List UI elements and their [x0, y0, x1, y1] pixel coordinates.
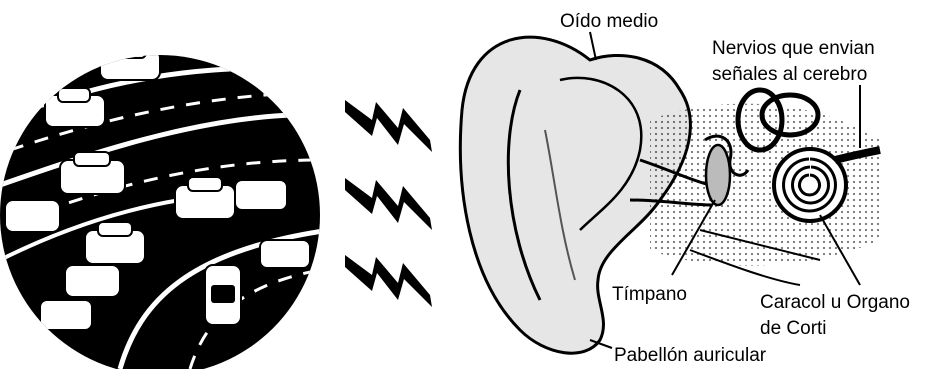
car — [260, 240, 310, 268]
car — [205, 265, 241, 325]
label-cochlea-line1: Caracol u Organo — [760, 292, 910, 313]
label-middle-ear: Oído medio — [560, 11, 658, 32]
label-eardrum: Tímpano — [612, 284, 687, 305]
label-nerves-line1: Nervios que envian — [712, 38, 875, 59]
sound-wave-icon — [345, 100, 432, 307]
car — [235, 180, 287, 210]
car — [100, 44, 160, 80]
car — [5, 200, 60, 232]
label-cochlea-line2: de Corti — [760, 318, 827, 339]
label-nerves-line2: señales al cerebro — [712, 64, 867, 85]
label-outer-ear: Pabellón auricular — [614, 345, 767, 366]
traffic-scene — [0, 44, 330, 369]
car — [40, 300, 92, 330]
car — [65, 265, 120, 297]
